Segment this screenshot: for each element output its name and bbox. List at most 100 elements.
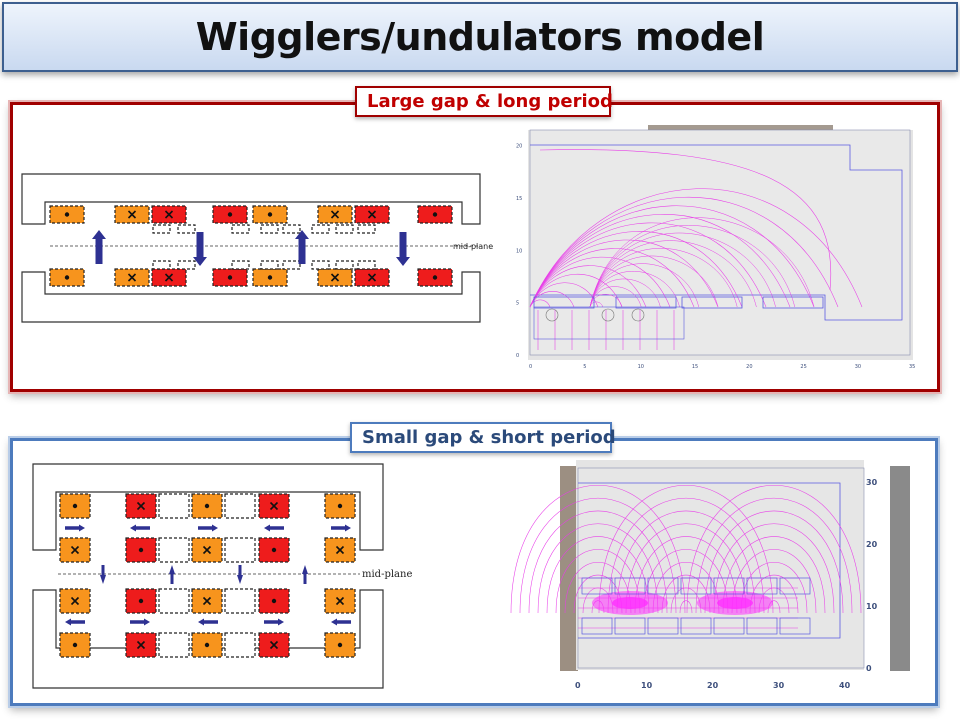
empty-block bbox=[224, 632, 256, 658]
x-tick-label: 35 bbox=[909, 364, 915, 370]
empty-block bbox=[224, 537, 256, 563]
lower-coil bbox=[151, 268, 187, 287]
coil-bottom-row bbox=[258, 632, 290, 658]
upper-coil bbox=[151, 205, 187, 224]
x-tick-label: 30 bbox=[855, 364, 861, 370]
x-tick-label: 0 bbox=[575, 681, 581, 690]
upper-empty-block bbox=[357, 224, 376, 234]
upper-coil bbox=[212, 205, 248, 224]
lower-empty-block bbox=[152, 260, 171, 270]
upper-coil bbox=[317, 205, 353, 224]
empty-block bbox=[224, 493, 256, 519]
y-tick-label: 20 bbox=[516, 144, 522, 150]
lower-empty-block bbox=[260, 260, 279, 270]
y-tick-label: 30 bbox=[866, 478, 878, 487]
x-tick-label: 10 bbox=[638, 364, 644, 370]
coil-second-row bbox=[191, 537, 223, 563]
slide-title: Wigglers/undulators model bbox=[195, 15, 765, 59]
coil-third-row bbox=[191, 588, 223, 614]
magnetization-arrow-down bbox=[193, 232, 207, 266]
lower-coil bbox=[417, 268, 453, 287]
y-tick-label: 10 bbox=[866, 602, 878, 611]
coil-bottom-row bbox=[191, 632, 223, 658]
arrow-left bbox=[130, 524, 150, 532]
lower-empty-block bbox=[282, 260, 301, 270]
empty-block bbox=[224, 588, 256, 614]
x-tick-label: 10 bbox=[641, 681, 653, 690]
lower-coil bbox=[114, 268, 150, 287]
upper-coil bbox=[49, 205, 85, 224]
coil-bottom-row bbox=[324, 632, 356, 658]
empty-block bbox=[158, 588, 190, 614]
arrow-left bbox=[331, 618, 351, 626]
x-tick-label: 25 bbox=[800, 364, 806, 370]
coil-second-row bbox=[125, 537, 157, 563]
upper-empty-block bbox=[282, 224, 301, 234]
lower-coil bbox=[212, 268, 248, 287]
x-tick-label: 20 bbox=[707, 681, 719, 690]
upper-empty-block bbox=[152, 224, 171, 234]
arrow-up bbox=[302, 565, 308, 584]
small-gap-schematic: mid-plane bbox=[32, 463, 412, 689]
arrow-left bbox=[65, 618, 85, 626]
coil-top-row bbox=[258, 493, 290, 519]
y-tick-label: 10 bbox=[516, 248, 522, 254]
x-tick-label: 40 bbox=[839, 681, 851, 690]
coil-second-row bbox=[258, 537, 290, 563]
y-tick-label: 20 bbox=[866, 540, 878, 549]
y-tick-label: 5 bbox=[516, 301, 519, 307]
lower-coil bbox=[49, 268, 85, 287]
lower-coil bbox=[252, 268, 288, 287]
x-tick-label: 30 bbox=[773, 681, 785, 690]
arrow-right bbox=[331, 524, 351, 532]
lower-empty-block bbox=[335, 260, 354, 270]
title-bar: Wigglers/undulators model bbox=[2, 2, 958, 72]
coil-top-row bbox=[125, 493, 157, 519]
y-tick-label: 0 bbox=[516, 353, 519, 359]
small-gap-field-plot: 0 10 20 30 40 0 10 20 30 bbox=[510, 460, 910, 690]
y-tick-label: 0 bbox=[866, 664, 872, 673]
upper-empty-block bbox=[177, 224, 196, 234]
coil-top-row bbox=[191, 493, 223, 519]
coil-top-row bbox=[59, 493, 91, 519]
x-tick-label: 5 bbox=[583, 364, 586, 370]
coil-second-row bbox=[324, 537, 356, 563]
arrow-left bbox=[264, 524, 284, 532]
empty-block bbox=[158, 493, 190, 519]
empty-block bbox=[158, 537, 190, 563]
arrow-down bbox=[237, 565, 243, 584]
y-tick-label: 15 bbox=[516, 196, 522, 202]
lower-coil bbox=[354, 268, 390, 287]
upper-empty-block bbox=[311, 224, 330, 234]
arrow-right bbox=[130, 618, 150, 626]
arrow-right bbox=[264, 618, 284, 626]
magnetization-arrow-up bbox=[92, 230, 106, 264]
coil-third-row bbox=[59, 588, 91, 614]
magnetization-arrow-up bbox=[295, 230, 309, 264]
large-gap-label: Large gap & long period bbox=[355, 86, 613, 117]
arrow-right bbox=[198, 524, 218, 532]
coil-second-row bbox=[59, 537, 91, 563]
magnetization-arrow-down bbox=[396, 232, 410, 266]
coil-third-row bbox=[324, 588, 356, 614]
x-tick-label: 15 bbox=[692, 364, 698, 370]
small-gap-label: Small gap & short period bbox=[350, 422, 616, 453]
lower-empty-block bbox=[357, 260, 376, 270]
arrow-right bbox=[65, 524, 85, 532]
upper-coil bbox=[114, 205, 150, 224]
coil-third-row bbox=[258, 588, 290, 614]
upper-empty-block bbox=[231, 224, 250, 234]
large-mid-plane-label: mid-plane bbox=[453, 242, 493, 251]
small-mid-plane-label: mid-plane bbox=[362, 569, 412, 580]
coil-top-row bbox=[324, 493, 356, 519]
coil-bottom-row bbox=[125, 632, 157, 658]
arrow-left bbox=[198, 618, 218, 626]
large-gap-field-plot: 0 5 10 15 20 25 30 35 0 5 10 15 20 bbox=[516, 125, 915, 370]
arrow-up bbox=[169, 565, 175, 584]
x-tick-label: 20 bbox=[746, 364, 752, 370]
coil-bottom-row bbox=[59, 632, 91, 658]
x-tick-label: 0 bbox=[529, 364, 532, 370]
upper-coil bbox=[417, 205, 453, 224]
large-gap-schematic: mid-plane bbox=[21, 173, 493, 323]
empty-block bbox=[158, 632, 190, 658]
